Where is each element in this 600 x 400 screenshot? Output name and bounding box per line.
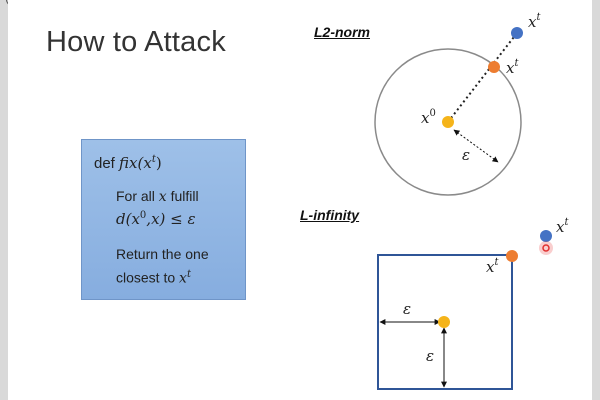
l2-outside-point-xt	[511, 27, 523, 39]
code-var-x: x	[158, 189, 167, 205]
code-line-constraint: d(x0,x) ≤ ε	[116, 207, 196, 228]
linf-horizontal-epsilon-label: ε	[403, 300, 411, 318]
l2-xt-outside-label: xt	[528, 12, 541, 31]
l2-epsilon-arrow	[453, 129, 499, 163]
code-fulfill-text: fulfill	[166, 188, 199, 204]
slide-title: How to Attack	[46, 26, 226, 58]
linf-box	[377, 254, 513, 390]
code-closest-text: closest to	[116, 269, 180, 286]
l2-projected-point-xt	[488, 61, 500, 73]
linf-xt-projected-label: xt	[486, 257, 499, 276]
code-sup-t2: t	[186, 269, 191, 280]
code-sup-t: t	[151, 154, 156, 165]
l2-x0-label: x0	[421, 108, 436, 127]
code-line-closest: closest to xt	[116, 266, 191, 288]
window-left-edge	[0, 0, 8, 400]
code-constraint-a: d(x	[116, 210, 140, 228]
code-line-return: Return the one	[116, 246, 209, 262]
cursor-dot-icon	[542, 244, 550, 252]
linf-vertical-epsilon-label: ε	[426, 347, 434, 365]
linf-label: L-infinity	[300, 207, 360, 223]
linf-projected-point-xt	[506, 250, 518, 262]
code-line-def: def fix(xt)	[94, 151, 162, 173]
l2-dotted-path	[447, 32, 518, 123]
window-right-edge	[592, 0, 600, 400]
l2-ball-circle	[374, 48, 522, 196]
code-function-name: fix(x	[119, 154, 152, 172]
code-close-paren: )	[155, 154, 162, 172]
code-var-xt: x	[179, 270, 187, 287]
code-def-keyword: def	[94, 155, 120, 172]
linf-center-point	[438, 316, 450, 328]
code-sup-0: 0	[139, 210, 147, 221]
code-constraint-b: ,x) ≤ ε	[146, 210, 196, 228]
cursor-highlight-icon	[539, 241, 553, 255]
l2-epsilon-label: ε	[462, 146, 470, 164]
l2-norm-label: L2-norm	[314, 24, 370, 40]
linf-outside-point-xt	[540, 230, 552, 242]
pseudocode-box: def fix(xt) For all x fulfill d(x0,x) ≤ …	[81, 139, 246, 300]
linf-xt-outside-label: xt	[556, 217, 569, 236]
code-line-forall: For all x fulfill	[116, 187, 199, 206]
l2-center-point-x0	[442, 116, 454, 128]
l2-xt-projected-label: xt	[506, 58, 519, 77]
code-forall-text: For all	[116, 188, 159, 204]
